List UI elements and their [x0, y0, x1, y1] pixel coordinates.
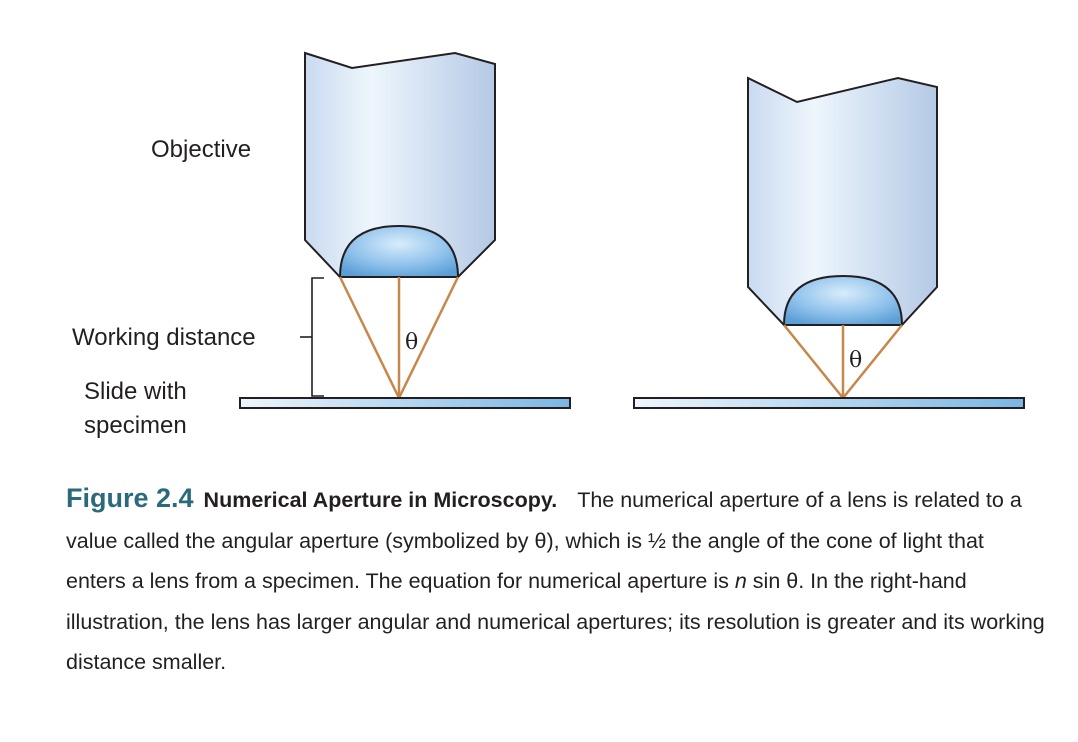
figure-title: Numerical Aperture in Microscopy. [203, 488, 558, 512]
left-light-cone [338, 276, 460, 399]
left-objective-body [304, 51, 496, 278]
caption-text-part1: The numerical aperture of a lens is rela… [66, 488, 1022, 593]
working-distance-label: Working distance [72, 324, 256, 351]
left-lens [338, 224, 460, 278]
right-objective-illustration: θ [633, 76, 1025, 409]
slide-label-line2: specimen [84, 412, 187, 439]
right-theta-label: θ [849, 348, 862, 373]
right-light-cone [783, 324, 903, 399]
working-distance-bracket [311, 277, 324, 397]
left-theta-label: θ [405, 330, 418, 355]
figure-caption: Figure 2.4 Numerical Aperture in Microsco… [66, 478, 1046, 683]
caption-text-part2: sin θ. In the right-hand illustration, t… [66, 569, 1045, 674]
objective-label: Objective [151, 136, 251, 163]
right-objective-body [747, 76, 938, 326]
right-lens [782, 274, 904, 326]
figure-number: Figure 2.4 [66, 483, 194, 513]
left-slide [239, 397, 571, 409]
caption-variable-n: n [734, 569, 747, 593]
right-slide [633, 397, 1025, 409]
slide-label-line1: Slide with [84, 378, 187, 405]
left-objective-illustration: θ [239, 51, 571, 409]
